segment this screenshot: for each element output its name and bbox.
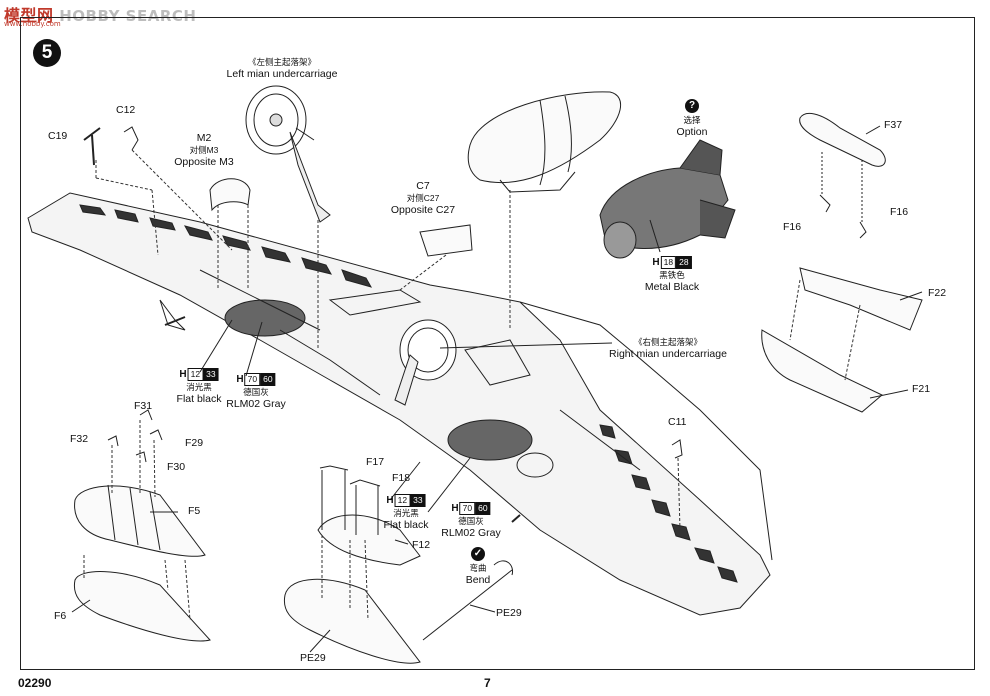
label-option: 选择 Option xyxy=(676,115,708,138)
label-pe29-right: PE29 xyxy=(496,607,522,619)
label-f22: F22 xyxy=(928,287,947,299)
label-f32: F32 xyxy=(70,433,89,445)
label-f16-right: F16 xyxy=(890,206,909,218)
fairing-f12-pod xyxy=(283,465,421,664)
bend-arrow xyxy=(493,560,514,576)
parts-f29-f32 xyxy=(107,409,163,463)
drop-tank xyxy=(467,91,621,193)
label-f30: F30 xyxy=(167,461,186,473)
left-undercarriage xyxy=(245,85,331,223)
question-mark-icon: ? xyxy=(685,99,699,113)
kit-number: 02290 xyxy=(18,676,52,690)
label-f12: F12 xyxy=(412,539,431,551)
watermark-logo: 模型网 HOBBY SEARCH www.hobby.com xyxy=(4,6,197,28)
gun-barrel-left xyxy=(164,316,186,326)
label-f17: F17 xyxy=(366,456,385,468)
label-pe29-bottom: PE29 xyxy=(300,652,326,664)
label-f6: F6 xyxy=(54,610,67,622)
label-left-undercarriage: 《左侧主起落架》 Left mian undercarriage xyxy=(226,57,338,80)
step-number: 5 xyxy=(33,39,61,67)
part-c7 xyxy=(419,224,473,257)
page-number: 7 xyxy=(484,676,491,690)
label-m2-group: M2 对侧M3 Opposite M3 xyxy=(174,132,234,168)
label-c12: C12 xyxy=(116,104,136,116)
wing-assembly xyxy=(27,192,773,616)
checkmark-icon: ✓ xyxy=(471,547,485,561)
label-f5: F5 xyxy=(188,505,201,517)
part-m2 xyxy=(209,178,251,212)
label-f21: F21 xyxy=(912,383,931,395)
label-f31: F31 xyxy=(134,400,153,412)
label-f16-left: F16 xyxy=(783,221,802,233)
right-undercarriage xyxy=(394,319,457,406)
label-f18: F18 xyxy=(392,472,411,484)
label-bend: 弯曲 Bend xyxy=(465,563,491,586)
page-frame xyxy=(20,17,975,670)
label-right-undercarriage: 《右侧主起落架》 Right mian undercarriage xyxy=(609,337,727,360)
gun-barrel-right xyxy=(511,514,521,523)
part-c11 xyxy=(671,439,683,459)
label-c11: C11 xyxy=(668,416,687,428)
label-c19: C19 xyxy=(48,130,68,142)
label-f29: F29 xyxy=(185,437,204,449)
label-c7-group: C7 对侧C27 Opposite C27 xyxy=(390,180,456,216)
label-f37: F37 xyxy=(884,119,903,131)
bomb-rack xyxy=(761,112,923,413)
part-c19 xyxy=(83,127,101,166)
fairing-f5-f6 xyxy=(73,484,211,642)
part-c12 xyxy=(123,126,139,151)
pe29-rod xyxy=(422,569,513,641)
bomb xyxy=(599,139,736,259)
